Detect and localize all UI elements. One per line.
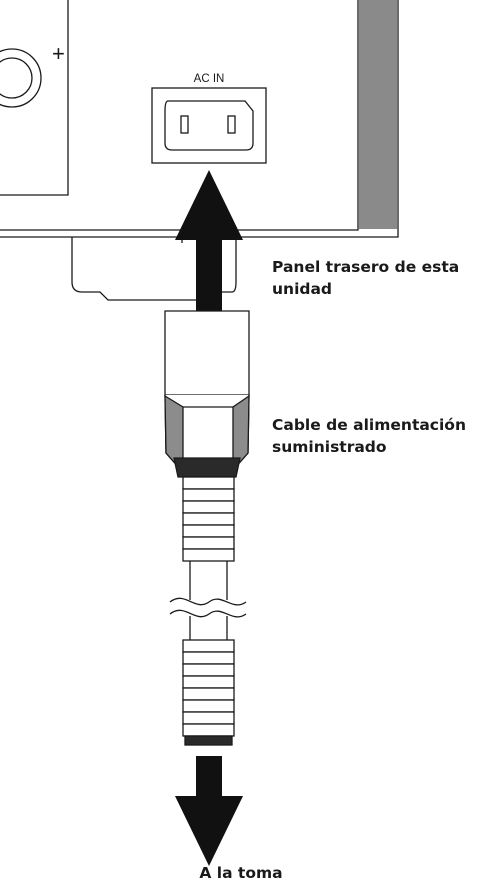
side-strip	[359, 0, 397, 229]
cable-wire	[189, 561, 228, 640]
ac-in-label: AC IN	[194, 73, 225, 85]
rear-panel-label: Panel trasero de esta unidad	[272, 256, 477, 300]
outlet-label-text: A la toma	[199, 864, 283, 882]
wavy-break-icon	[169, 597, 247, 618]
rear-panel	[0, 0, 399, 301]
arrow-up-icon	[175, 170, 243, 312]
terminal-plus-symbol: +	[52, 41, 65, 66]
arrow-down-icon	[175, 756, 243, 866]
power-cable-label: Cable de alimentación suministrado	[272, 414, 482, 458]
outlet-label: A la toma	[0, 862, 482, 884]
power-cable-plug	[164, 310, 250, 478]
cable-strain-relief	[182, 476, 235, 562]
speaker-terminal	[0, 48, 42, 108]
ac-in-socket	[151, 87, 267, 164]
power-cable-label-line2: suministrado	[272, 438, 387, 456]
cable-tip	[184, 735, 233, 746]
rear-panel-label-line2: unidad	[272, 280, 333, 298]
cable-lower-segments	[182, 639, 235, 737]
power-cable-label-line1: Cable de alimentación	[272, 416, 466, 434]
rear-panel-label-line1: Panel trasero de esta	[272, 258, 460, 276]
